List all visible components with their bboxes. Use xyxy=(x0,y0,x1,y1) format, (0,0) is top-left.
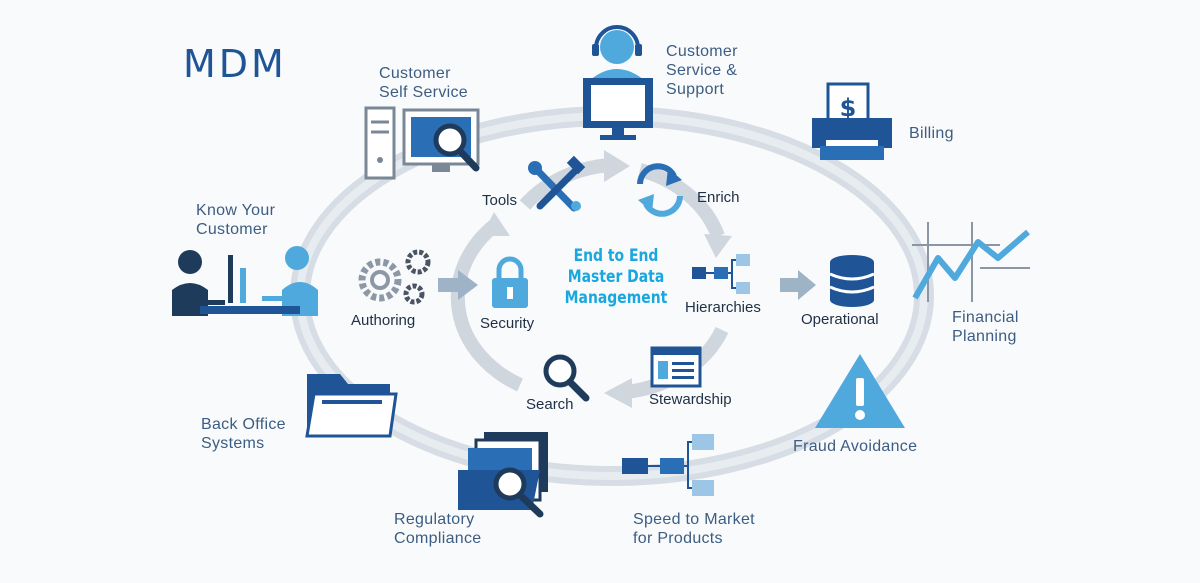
tools-icon xyxy=(528,155,586,212)
inner-arrowheads xyxy=(482,150,732,408)
refresh-icon xyxy=(637,163,683,217)
label-enrich: Enrich xyxy=(697,189,740,206)
hierarchy-icon xyxy=(692,254,750,294)
lock-icon xyxy=(492,256,528,308)
headset-agent-monitor-icon xyxy=(583,25,653,140)
people-computers-icon xyxy=(172,246,318,316)
label-billing: Billing xyxy=(909,125,954,142)
chart-line-icon xyxy=(912,222,1030,302)
label-fraud-avoidance: Fraud Avoidance xyxy=(793,438,918,455)
label-operational: Operational xyxy=(801,311,879,328)
files-search-icon xyxy=(458,432,548,518)
warning-triangle-icon xyxy=(815,354,905,428)
label-customer-service-support: Customer Service & Support xyxy=(666,43,738,98)
folder-icon xyxy=(305,374,398,438)
label-financial-planning: Financial Planning xyxy=(952,309,1019,345)
label-back-office-systems: Back Office Systems xyxy=(201,416,286,452)
label-authoring: Authoring xyxy=(351,312,416,329)
gears-icon xyxy=(358,249,431,305)
label-know-your-customer: Know Your Customer xyxy=(196,202,276,238)
magnifier-icon xyxy=(543,354,590,402)
printer-bill-icon: $ xyxy=(812,82,892,160)
hierarchy-nodes-icon xyxy=(622,434,714,496)
label-search: Search xyxy=(526,396,574,413)
window-list-icon xyxy=(650,346,702,388)
label-customer-self-service: Customer Self Service xyxy=(379,65,468,101)
flow-arrow-authoring xyxy=(438,270,478,300)
label-security: Security xyxy=(480,315,535,332)
label-tools: Tools xyxy=(482,192,518,209)
svg-text:$: $ xyxy=(840,94,857,122)
label-hierarchies: Hierarchies xyxy=(685,299,761,316)
label-stewardship: Stewardship xyxy=(649,391,732,408)
database-icon xyxy=(829,255,875,307)
page-title: MDM xyxy=(183,42,287,86)
label-regulatory-compliance: Regulatory Compliance xyxy=(394,511,482,547)
server-monitor-search-icon xyxy=(364,106,480,180)
label-speed-to-market: Speed to Market for Products xyxy=(633,511,755,547)
flow-arrow-operational xyxy=(780,270,816,300)
center-title: End to End Master Data Management xyxy=(564,246,668,308)
